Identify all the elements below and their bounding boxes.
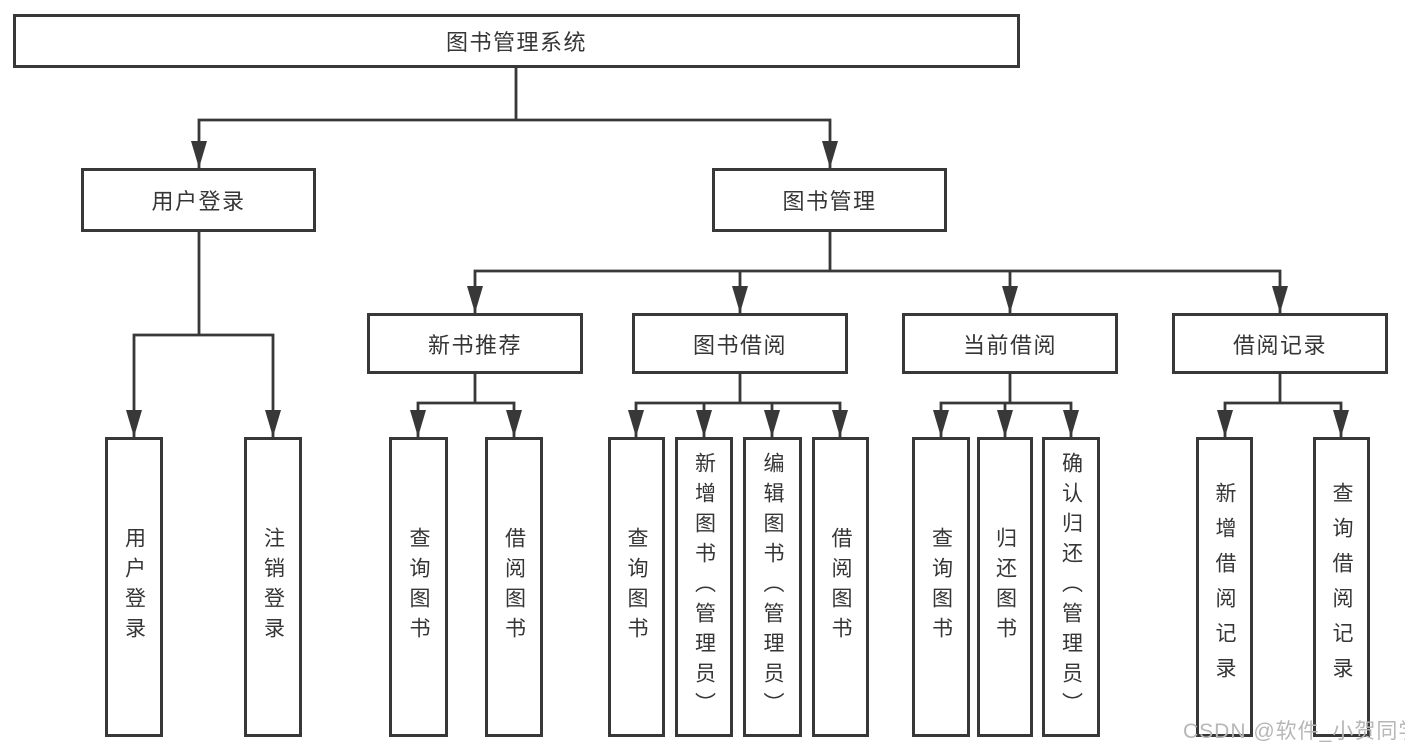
node-label: 图书管理 (782, 189, 877, 214)
csdn-watermark: CSDN @软件_小贺同学 (1183, 720, 1405, 743)
node-library-system: 图书管理系统 (13, 14, 1020, 68)
node-label: 图书借阅 (692, 332, 787, 358)
node-label: 编辑图书（管理员） (761, 452, 784, 722)
node-user-login: 用户登录 (81, 168, 316, 232)
node-label: 用户登录 (151, 189, 246, 214)
node-label: 新增图书（管理员） (692, 452, 716, 722)
arrowheads (126, 141, 1349, 437)
node-leaf-query-borrow-record: 查询借阅记录 (1313, 437, 1370, 737)
node-leaf-query-books-1: 查询图书 (389, 437, 448, 737)
node-leaf-confirm-return-admin: 确认归还（管理员） (1042, 437, 1100, 737)
node-leaf-add-books-admin: 新增图书（管理员） (675, 437, 733, 737)
node-label: 用户登录 (122, 527, 146, 647)
node-borrow-records: 借阅记录 (1172, 313, 1388, 374)
node-book-borrow: 图书借阅 (632, 313, 848, 374)
node-label: 注销登录 (261, 527, 285, 647)
node-leaf-edit-books-admin: 编辑图书（管理员） (743, 437, 802, 737)
node-label: 查询图书 (625, 527, 648, 647)
node-leaf-borrow-books-1: 借阅图书 (485, 437, 543, 737)
node-label: 图书管理系统 (445, 30, 587, 55)
node-leaf-return-books: 归还图书 (977, 437, 1033, 737)
node-leaf-query-books-3: 查询图书 (912, 437, 970, 737)
node-label: 查询图书 (929, 527, 953, 647)
node-leaf-borrow-books-2: 借阅图书 (812, 437, 869, 737)
node-label: 借阅图书 (829, 527, 852, 647)
node-label: 确认归还（管理员） (1059, 452, 1083, 722)
node-label: 当前借阅 (962, 332, 1057, 358)
node-label: 归还图书 (993, 527, 1017, 647)
node-label: 借阅记录 (1232, 332, 1327, 358)
node-label: 新增借阅记录 (1213, 482, 1236, 692)
node-leaf-logout-login: 注销登录 (244, 437, 302, 737)
node-label: 查询借阅记录 (1330, 482, 1353, 692)
node-leaf-query-books-2: 查询图书 (608, 437, 665, 737)
node-leaf-add-borrow-record: 新增借阅记录 (1196, 437, 1253, 737)
node-label: 查询图书 (407, 527, 430, 647)
node-label: 借阅图书 (502, 527, 526, 647)
node-leaf-user-login: 用户登录 (105, 437, 163, 737)
node-label: 新书推荐 (427, 332, 522, 358)
node-current-borrow: 当前借阅 (902, 313, 1118, 374)
node-new-book-recommend: 新书推荐 (367, 313, 583, 374)
node-book-management: 图书管理 (712, 168, 947, 232)
